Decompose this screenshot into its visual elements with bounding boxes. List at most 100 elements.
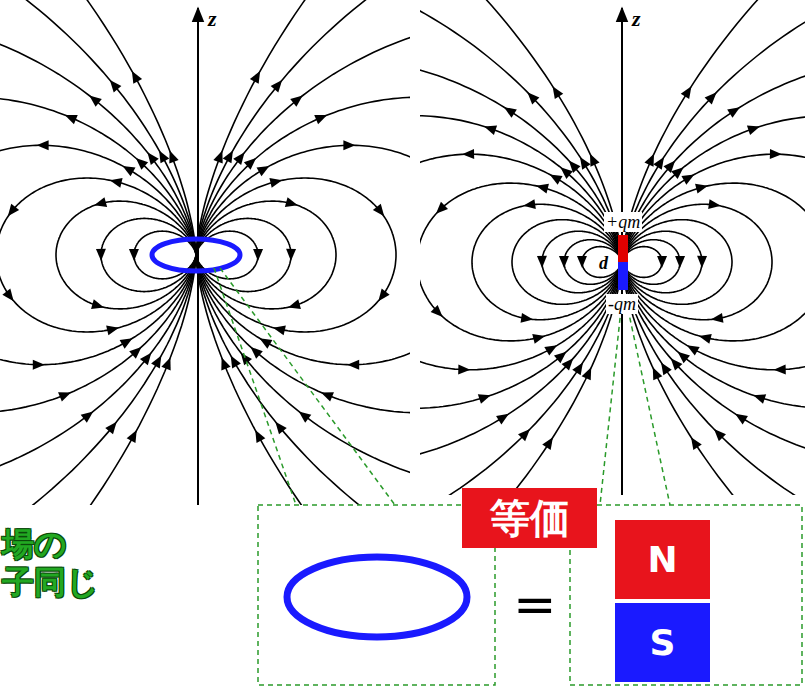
arrowhead — [314, 110, 329, 124]
z-axis — [197, 8, 199, 505]
field-line — [622, 0, 805, 495]
arrowhead — [58, 388, 73, 402]
magnet-north — [618, 235, 628, 262]
arrowhead — [478, 391, 493, 404]
caption-text: 場の — [2, 528, 67, 560]
arrowhead — [347, 360, 359, 370]
arrowhead — [2, 289, 17, 305]
arrowhead — [644, 152, 658, 167]
arrowhead — [213, 149, 227, 164]
arrowhead — [708, 199, 721, 211]
arrowhead — [109, 175, 123, 187]
arrowhead — [373, 204, 388, 220]
arrowhead — [129, 343, 145, 358]
arrowhead — [518, 426, 534, 442]
arrowhead — [705, 89, 721, 105]
arrowhead — [674, 348, 690, 363]
field-line — [622, 0, 805, 495]
field-line — [420, 0, 622, 495]
arrowhead — [572, 360, 587, 376]
arrowhead — [253, 249, 263, 261]
arrowhead — [710, 426, 726, 442]
arrowhead — [106, 77, 121, 93]
arrowhead — [532, 331, 546, 344]
arrowhead — [247, 343, 263, 358]
arrowhead — [223, 148, 238, 163]
arrowhead — [37, 140, 49, 150]
field-line — [622, 183, 805, 341]
axis-label: z — [632, 8, 641, 30]
arrowhead — [86, 92, 102, 107]
node-text: N — [647, 542, 677, 578]
arrowhead — [732, 410, 747, 425]
field-lines — [420, 0, 805, 495]
arrowhead — [559, 256, 569, 268]
charge-label: +qm — [604, 212, 642, 232]
arrowhead — [251, 428, 265, 443]
arrowhead — [521, 313, 534, 325]
arrowhead — [233, 149, 248, 165]
arrowhead — [687, 434, 702, 450]
arrowhead — [524, 89, 540, 105]
arrowhead — [374, 289, 389, 305]
field-line — [0, 178, 196, 332]
arrowhead — [105, 419, 120, 435]
arrowhead — [319, 388, 334, 402]
arrowhead — [752, 391, 767, 404]
field-line — [622, 154, 805, 370]
arrowhead — [774, 365, 786, 375]
equivalence-badge: 等価 — [462, 488, 597, 548]
arrowhead — [129, 249, 139, 261]
arrowhead — [671, 164, 687, 179]
arrowhead — [684, 341, 699, 356]
field-line — [420, 0, 622, 495]
arrowhead — [582, 365, 596, 380]
arrowhead — [120, 162, 135, 177]
field-line — [196, 16, 410, 493]
field-line — [0, 0, 196, 505]
magnet-south — [618, 262, 628, 290]
arrowhead — [128, 69, 143, 84]
arrowhead — [501, 103, 516, 118]
arrowhead — [483, 122, 498, 135]
arrowhead — [269, 175, 283, 187]
field-line — [196, 201, 336, 309]
arrowhead — [675, 256, 685, 268]
arrowhead — [544, 341, 559, 356]
arrowhead — [127, 428, 141, 443]
arrowhead — [496, 410, 511, 425]
charge-label: -qm — [606, 294, 638, 314]
equals-sign: = — [513, 578, 557, 630]
arrowhead — [747, 122, 762, 135]
axis-label: z — [208, 8, 217, 30]
field-lines — [0, 0, 410, 505]
arrowhead — [695, 181, 709, 194]
arrowhead — [143, 149, 158, 165]
arrowhead — [576, 154, 591, 169]
arrowhead — [96, 249, 106, 261]
arrowhead — [681, 84, 696, 99]
arrowhead — [663, 157, 678, 173]
arrowhead — [657, 360, 672, 376]
arrowhead — [727, 103, 742, 118]
field-line — [622, 58, 805, 466]
arrowhead — [657, 256, 667, 268]
arrowhead — [250, 69, 265, 84]
arrowhead — [462, 149, 474, 159]
arrowhead — [565, 157, 580, 173]
distance-label: d — [597, 253, 610, 273]
arrowhead — [343, 140, 355, 150]
arrowhead — [431, 305, 447, 321]
field-line — [420, 116, 622, 409]
arrowhead — [537, 256, 547, 268]
arrowhead — [217, 356, 231, 371]
field-line — [420, 58, 622, 466]
current-loop — [152, 239, 240, 271]
arrowhead — [523, 199, 536, 211]
node-text: S — [650, 625, 676, 661]
arrowhead — [557, 164, 573, 179]
arrowhead — [542, 434, 557, 450]
arrowhead — [4, 204, 19, 220]
field-line — [196, 178, 396, 332]
arrowhead — [120, 334, 135, 349]
